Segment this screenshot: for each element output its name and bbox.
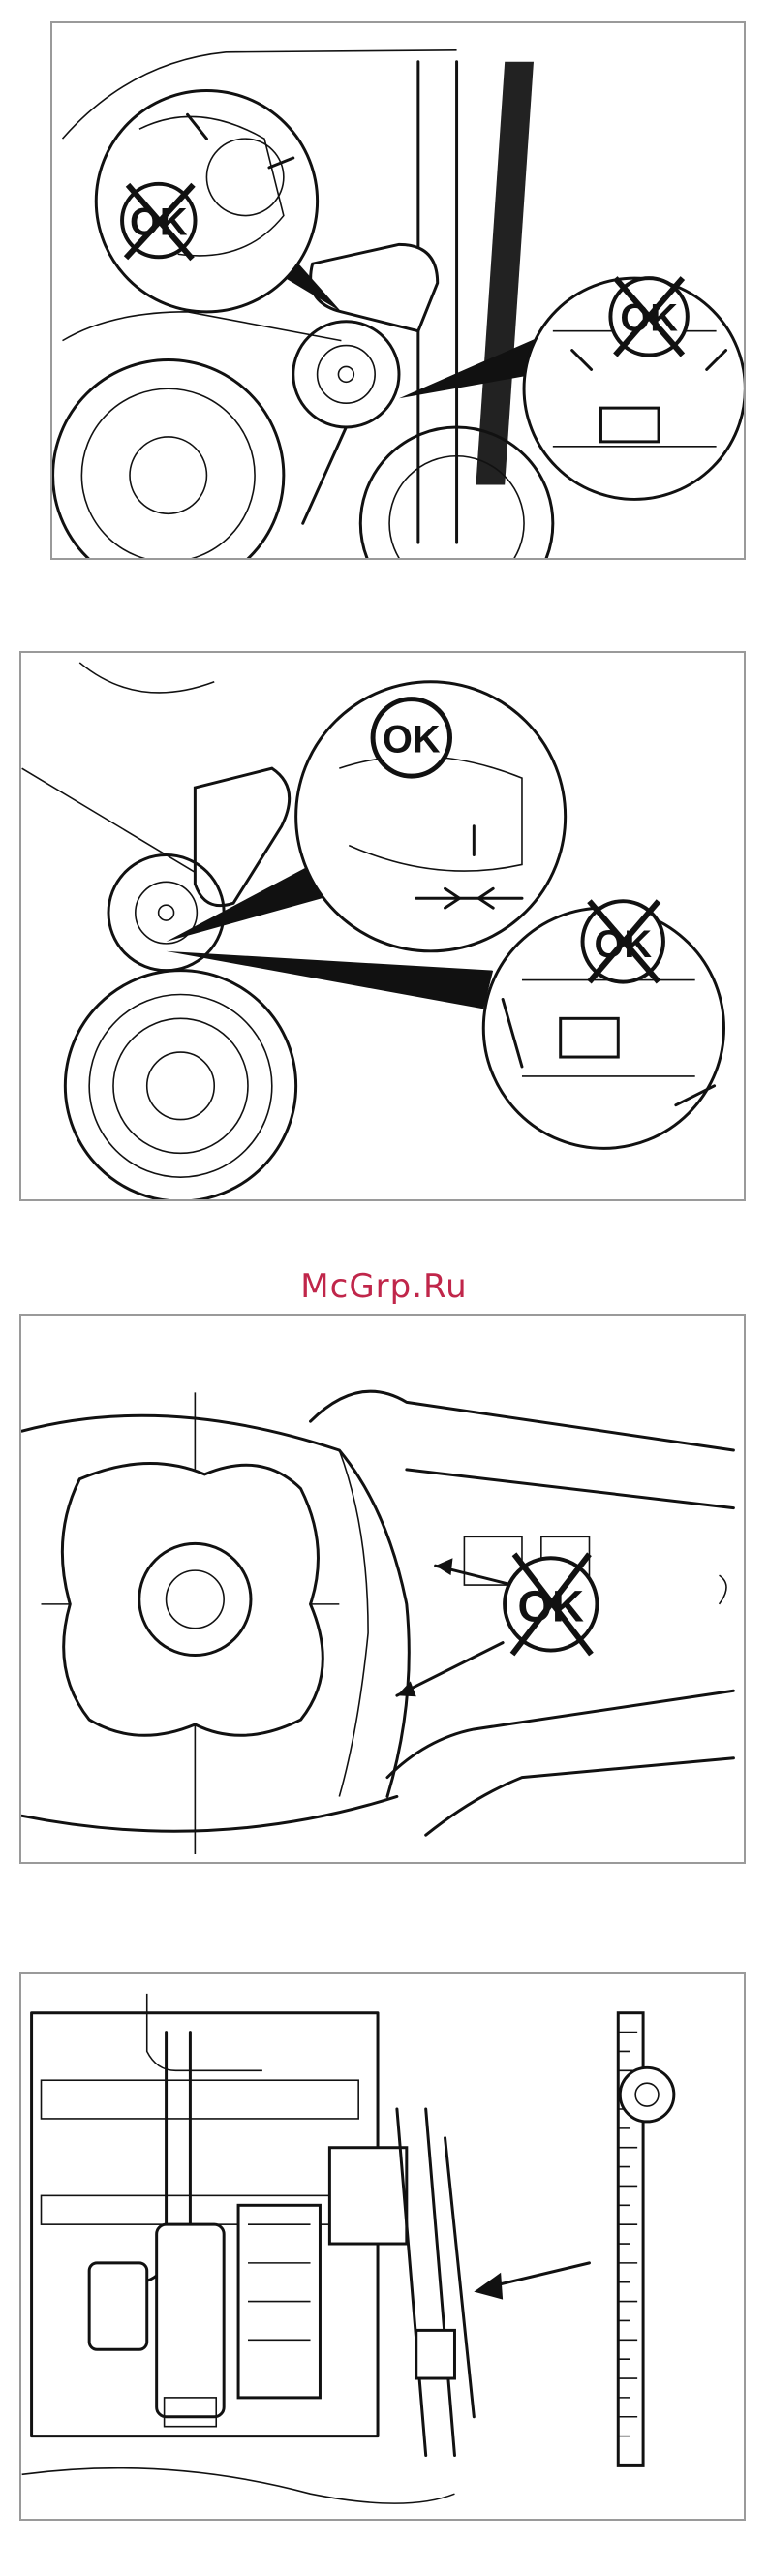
- tensioner-pulley: [293, 322, 399, 427]
- figure-4-belt-deflection: [19, 1972, 746, 2521]
- ok-badge: OK: [373, 699, 449, 776]
- oil-filter: [157, 2224, 225, 2417]
- not-ok-badge: OK: [583, 901, 663, 981]
- figure-1-tensioner-alignment: OK OK: [50, 21, 746, 560]
- tensioner-alignment-drawing: OK OK: [52, 23, 744, 558]
- not-ok-badge-left: OK: [122, 184, 195, 259]
- figure-3-belt-wear: OK: [19, 1314, 746, 1864]
- belt-deflection-drawing: [21, 1974, 744, 2519]
- tensioner-pulley: [108, 855, 224, 971]
- watermark: McGrp.Ru: [0, 1267, 768, 1306]
- measuring-ruler: [618, 2013, 674, 2466]
- figure-2-tensioner-gap: OK OK: [19, 651, 746, 1201]
- pulley-hub: [62, 1464, 323, 1736]
- not-ok-badge: OK: [505, 1554, 597, 1654]
- ok-badge-text: OK: [383, 718, 441, 760]
- not-ok-badge-right: OK: [610, 278, 687, 355]
- arrow-indicator: [474, 2273, 503, 2300]
- drive-belt: [476, 62, 534, 485]
- tensioner-gap-drawing: OK OK: [21, 653, 744, 1199]
- belt-wear-drawing: OK: [21, 1316, 744, 1862]
